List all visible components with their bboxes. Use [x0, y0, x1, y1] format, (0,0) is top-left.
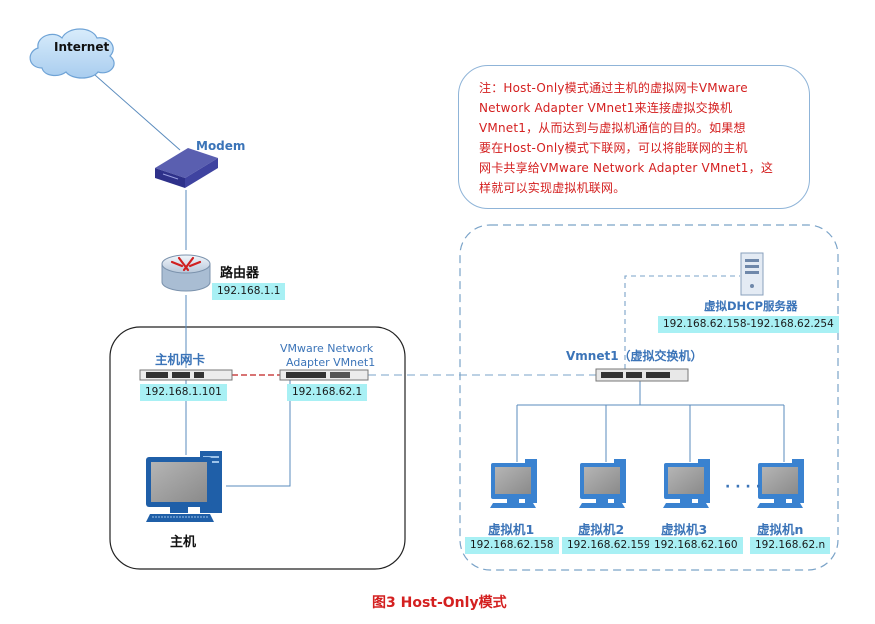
- vm-icons: [490, 459, 804, 508]
- vm-label: 虚拟机n: [757, 522, 804, 537]
- dhcp-label: 虚拟DHCP服务器: [704, 299, 798, 313]
- vm-ellipsis: · · · ·: [725, 479, 761, 495]
- host-nic-label: 主机网卡: [155, 352, 206, 367]
- vm-label: 虚拟机3: [661, 522, 708, 537]
- vm-computer-icon: [579, 459, 626, 508]
- internet-label: Internet: [54, 40, 110, 54]
- vm-ip: 192.168.62.158: [465, 537, 559, 554]
- vm-computer-icon: [663, 459, 710, 508]
- dhcp-to-switch-dashed: [624, 275, 740, 369]
- figure-caption: 图3 Host-Only模式: [372, 595, 507, 611]
- vm-ip: 192.168.62.n: [750, 537, 831, 554]
- vm-label: 虚拟机1: [488, 522, 535, 537]
- dhcp-ip-range: 192.168.62.158-192.168.62.254: [658, 316, 839, 333]
- host-nic-icon: [139, 369, 233, 381]
- vmnet-adapter-icon: [279, 369, 369, 381]
- router-icon: [161, 254, 211, 292]
- host-nic-ip: 192.168.1.101: [140, 384, 227, 401]
- vm-ip: 192.168.62.160: [649, 537, 743, 554]
- vmnet-adapter-label-2: Adapter VMnet1: [286, 356, 376, 369]
- router-ip: 192.168.1.1: [212, 283, 286, 300]
- host-computer-icon: [146, 451, 222, 522]
- vm-computer-icon: [757, 459, 804, 508]
- vm-label: 虚拟机2: [578, 522, 625, 537]
- cloud-icon: [29, 28, 115, 79]
- dhcp-server-icon: [740, 252, 764, 296]
- vmnet-adapter-label-1: VMware Network: [280, 342, 374, 355]
- virtual-switch-icon: [595, 368, 689, 382]
- modem-label: Modem: [196, 139, 246, 153]
- switch-label: Vmnet1（虚拟交换机）: [566, 349, 703, 363]
- host-machine-box: [109, 326, 406, 570]
- virtual-network-box: [459, 224, 839, 571]
- modem-icon: [155, 148, 218, 188]
- note-box: 注：Host-Only模式通过主机的虚拟网卡VMware Network Ada…: [458, 65, 810, 209]
- router-label: 路由器: [220, 266, 260, 281]
- vm-computer-icon: [490, 459, 537, 508]
- host-label: 主机: [170, 535, 197, 550]
- vmnet-adapter-ip: 192.168.62.1: [287, 384, 368, 401]
- vm-ip: 192.168.62.159: [562, 537, 656, 554]
